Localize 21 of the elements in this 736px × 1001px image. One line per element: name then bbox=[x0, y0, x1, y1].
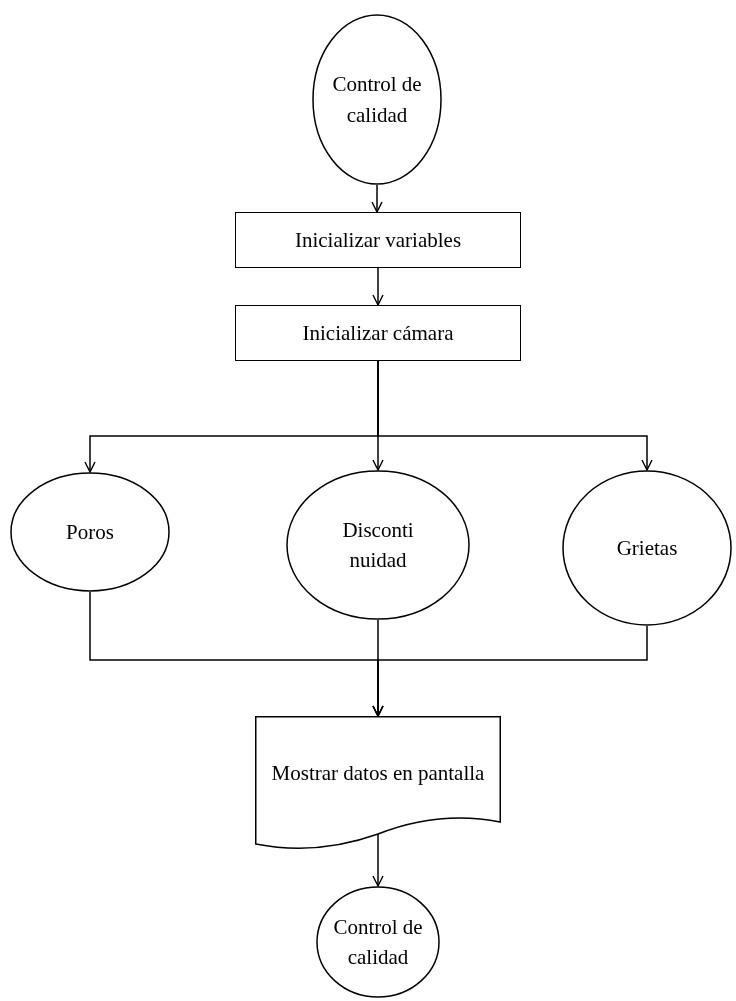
node-label: Grietas bbox=[616, 534, 678, 562]
node-label: Mostrar datos en pantalla bbox=[271, 759, 485, 787]
arrow bbox=[371, 184, 383, 213]
node-label: Inicializar variables bbox=[294, 226, 462, 254]
terminal-ellipse bbox=[316, 886, 440, 998]
process-box bbox=[235, 305, 521, 361]
node-label: Inicializar cámara bbox=[302, 319, 454, 347]
arrow bbox=[377, 360, 653, 471]
node-label: Control de calidad bbox=[333, 913, 423, 971]
node-label: Control de calidad bbox=[332, 71, 422, 129]
node-label: Disconti nuidad bbox=[341, 516, 415, 574]
node-label: Poros bbox=[66, 518, 114, 546]
terminal-ellipse bbox=[286, 470, 470, 620]
process-box bbox=[235, 212, 521, 268]
arrow bbox=[372, 625, 648, 717]
document-shape bbox=[255, 716, 501, 852]
arrow bbox=[372, 267, 384, 306]
terminal-ellipse bbox=[10, 472, 170, 592]
terminal-ellipse bbox=[562, 470, 732, 626]
terminal-ellipse bbox=[312, 14, 442, 185]
arrow bbox=[372, 833, 384, 887]
